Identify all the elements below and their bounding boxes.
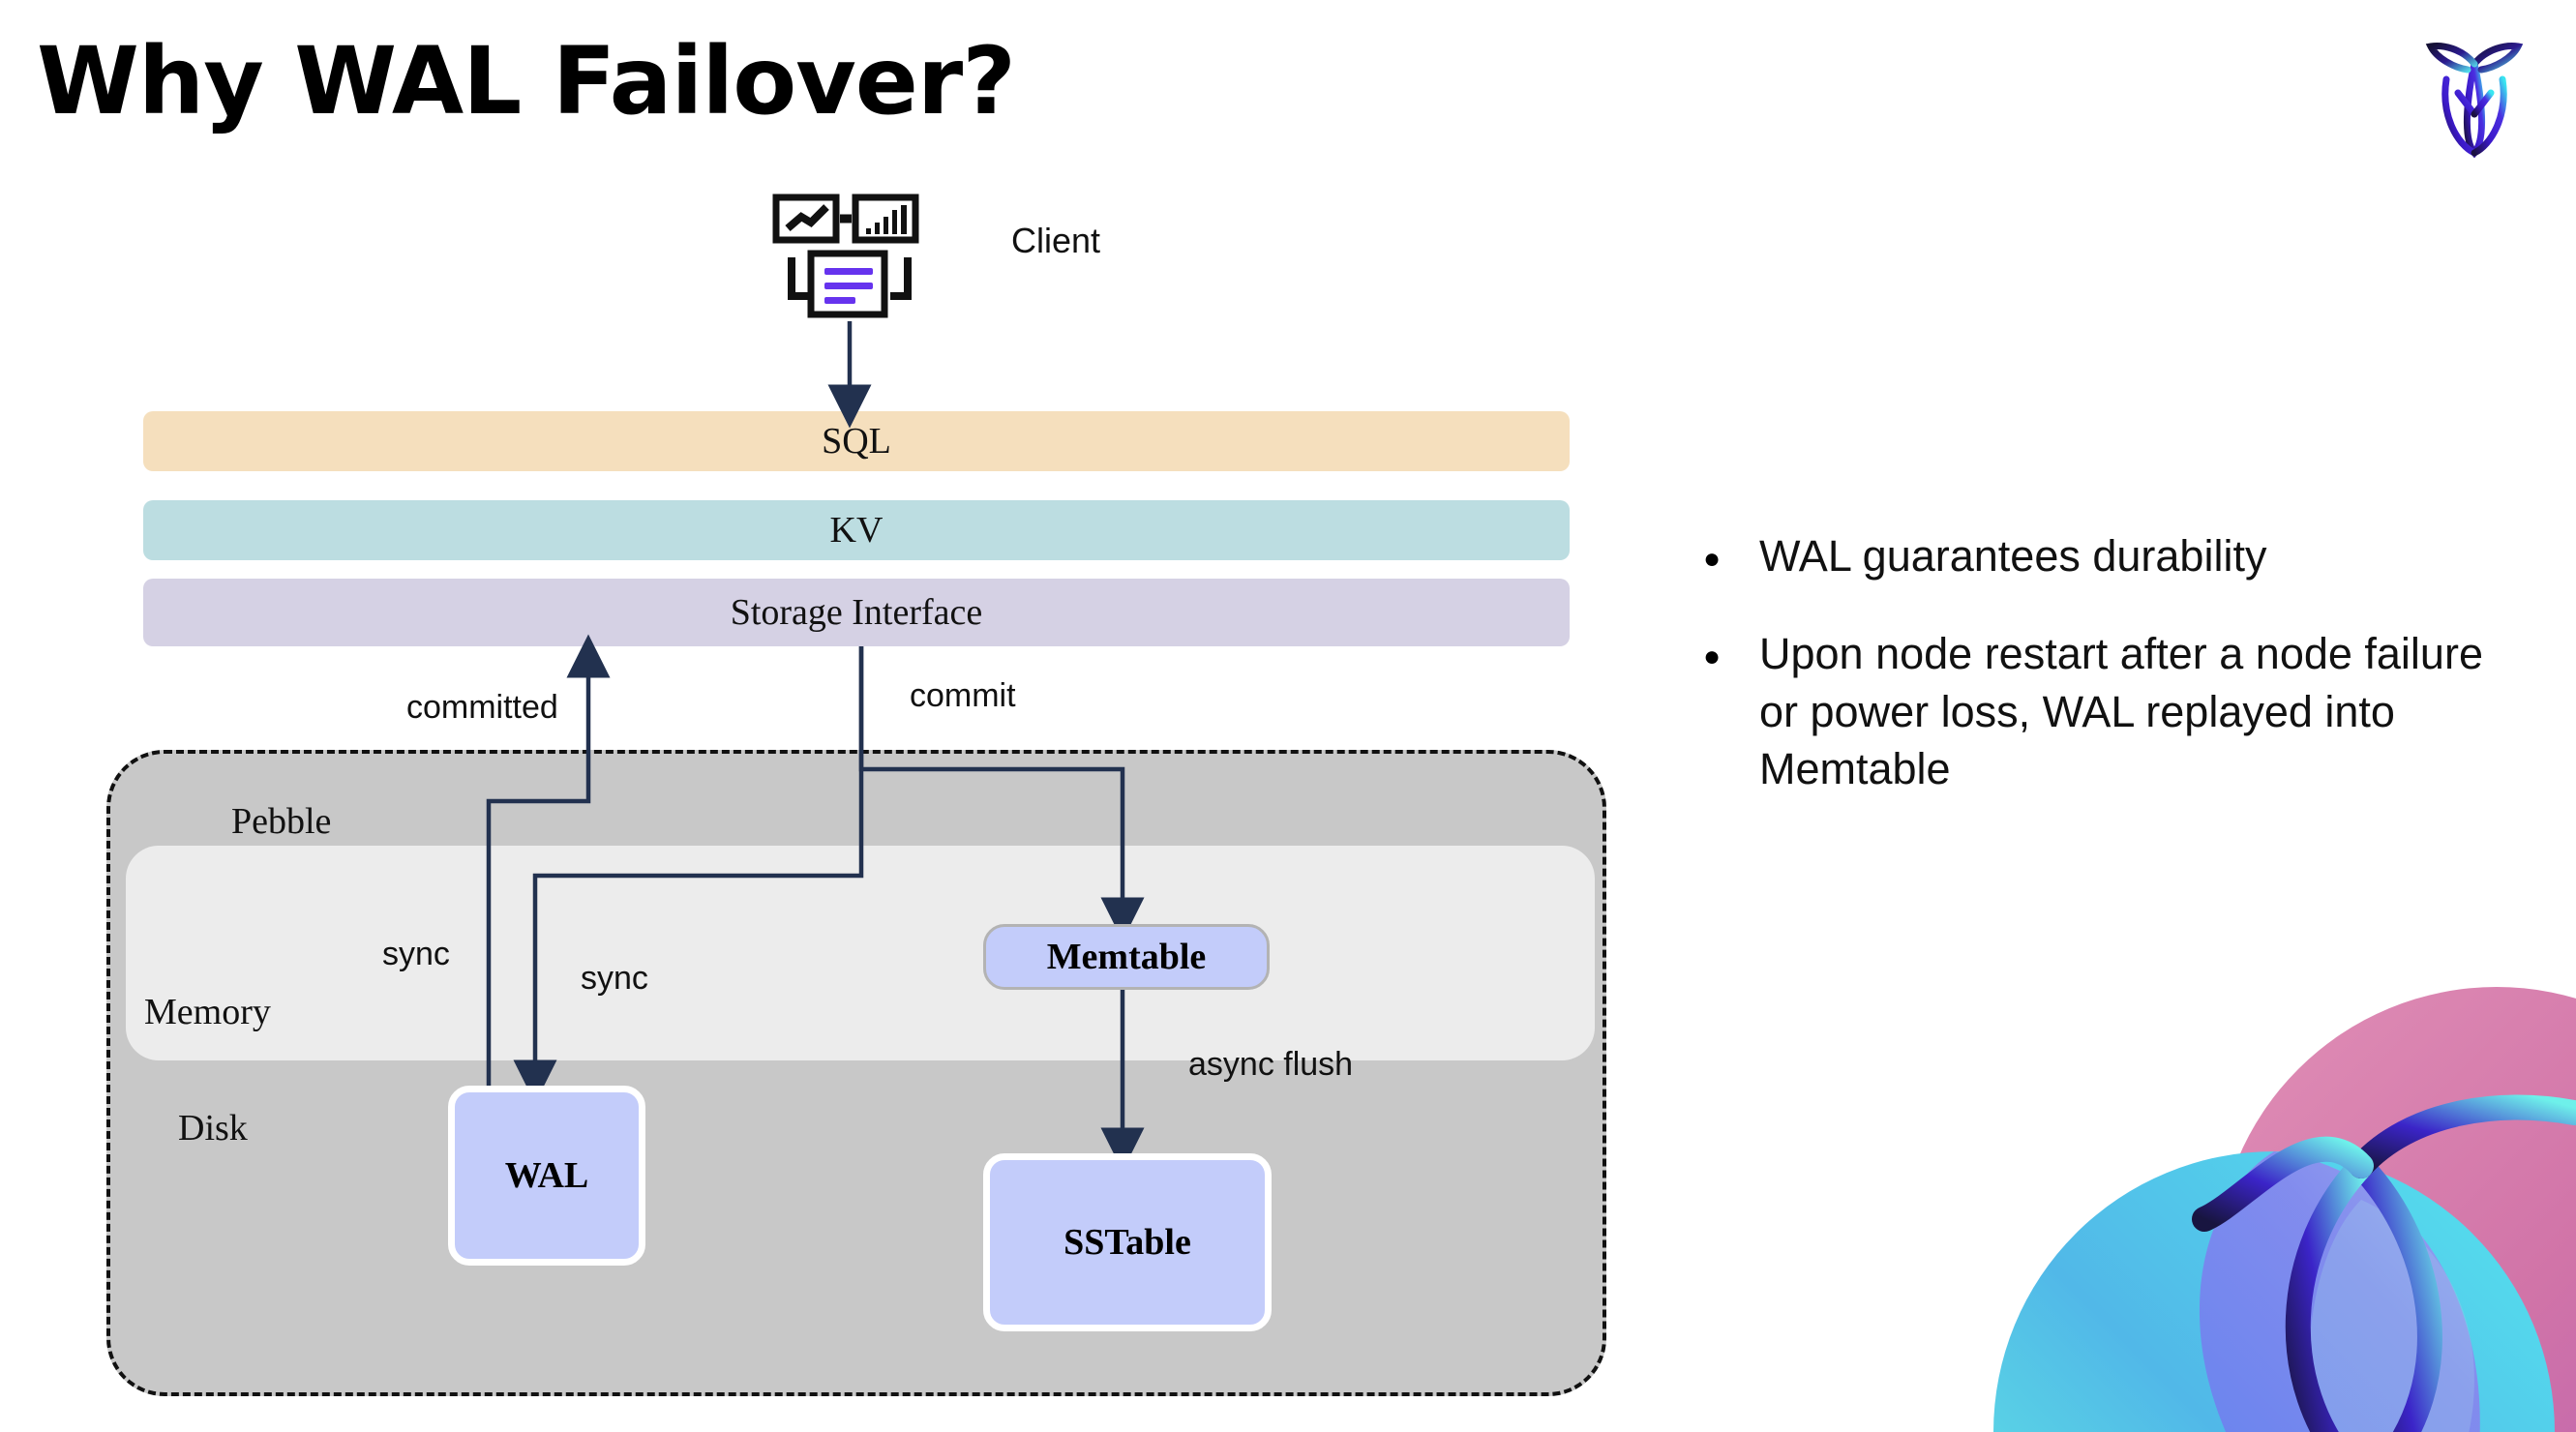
node-label-memtable: Memtable: [1046, 937, 1207, 977]
layer-bar-sql: SQL: [143, 411, 1570, 471]
memory-band: [126, 846, 1595, 1060]
layer-label-storage-interface: Storage Interface: [730, 592, 983, 633]
bullet-text: WAL guarantees durability: [1759, 531, 2267, 581]
node-memtable: Memtable: [983, 924, 1270, 990]
client-label: Client: [1011, 221, 1101, 260]
node-wal: WAL: [448, 1086, 645, 1266]
bullet-marker-icon: ●: [1703, 641, 1722, 673]
bullet-text: Upon node restart after a node failure o…: [1759, 629, 2483, 794]
disk-label: Disk: [178, 1108, 248, 1149]
page-title: Why WAL Failover?: [37, 27, 1016, 135]
bullet-marker-icon: ●: [1703, 543, 1722, 575]
edge-label-async-flush: async flush: [1188, 1046, 1354, 1083]
edge-label-sync-right: sync: [581, 960, 648, 997]
node-label-sstable: SSTable: [1063, 1222, 1191, 1263]
node-sstable: SSTable: [983, 1153, 1272, 1331]
cockroachdb-watermark-icon: [1955, 929, 2576, 1432]
bullet-list: ● WAL guarantees durability ● Upon node …: [1703, 527, 2506, 839]
node-label-wal: WAL: [504, 1155, 589, 1196]
pebble-container: Pebble Memory Disk: [106, 750, 1606, 1396]
edge-label-sync-left: sync: [382, 936, 450, 972]
list-item: ● Upon node restart after a node failure…: [1703, 625, 2506, 797]
cockroachdb-logo-icon: [2411, 29, 2537, 164]
layer-label-sql: SQL: [822, 421, 891, 462]
edge-label-commit: commit: [910, 677, 1016, 714]
client-monitor-icon: [772, 194, 927, 324]
pebble-label: Pebble: [231, 801, 332, 842]
layer-bar-kv: KV: [143, 500, 1570, 560]
layer-bar-storage-interface: Storage Interface: [143, 579, 1570, 646]
edge-label-committed: committed: [406, 689, 558, 726]
memory-label: Memory: [144, 992, 271, 1032]
architecture-diagram: Client SQL KV Storage Interface Pebble M…: [106, 194, 1606, 1396]
list-item: ● WAL guarantees durability: [1703, 527, 2506, 584]
layer-label-kv: KV: [829, 510, 884, 551]
